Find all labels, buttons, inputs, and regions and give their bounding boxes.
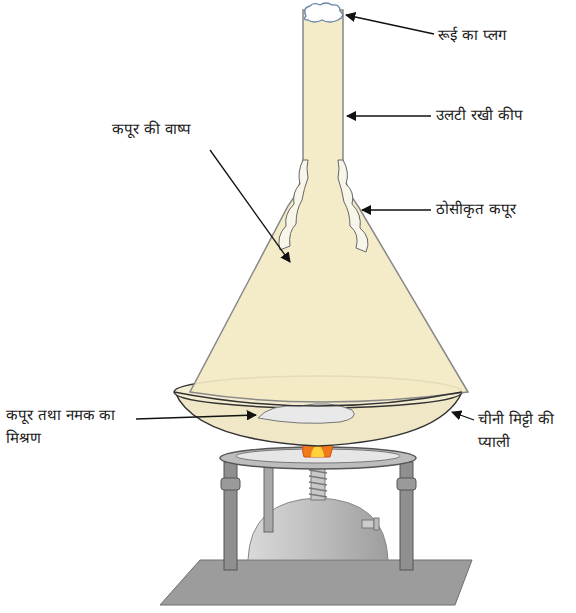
part-label: उलटी रखी कीप: [436, 104, 523, 127]
part-label: ठोसीकृत कपूर: [436, 198, 516, 221]
part-label: रूई का प्लग: [438, 24, 506, 47]
base-plate: [160, 560, 472, 605]
leader-arrow: [452, 412, 474, 420]
spring-coil: [309, 482, 327, 485]
part-label: कपूर तथा नमक का मिश्रण: [6, 404, 134, 449]
tripod-joint: [221, 478, 240, 490]
leader-arrow: [362, 209, 431, 210]
spring-coil: [309, 494, 327, 497]
solidified-camphor: [279, 160, 308, 250]
burner-knob: [362, 520, 374, 528]
spring-coil: [309, 470, 327, 473]
leader-arrow: [136, 415, 256, 419]
spring-coil: [309, 476, 327, 479]
spring-coil: [309, 488, 327, 491]
tripod-joint: [397, 478, 416, 490]
burner-knob: [374, 518, 379, 530]
leader-arrow: [347, 115, 431, 116]
part-label: चीनी मिट्टी की प्याली: [478, 408, 572, 453]
leader-arrow: [346, 15, 434, 34]
cotton-plug: [304, 3, 342, 22]
solidified-camphor: [338, 160, 368, 252]
china-dish-rim: [174, 392, 462, 406]
part-label: कपूर की वाष्प: [112, 118, 191, 141]
tripod-leg: [264, 462, 273, 532]
leader-arrow: [210, 150, 290, 262]
inverted-funnel: [190, 10, 468, 402]
camphor-salt-mixture: [258, 404, 354, 424]
